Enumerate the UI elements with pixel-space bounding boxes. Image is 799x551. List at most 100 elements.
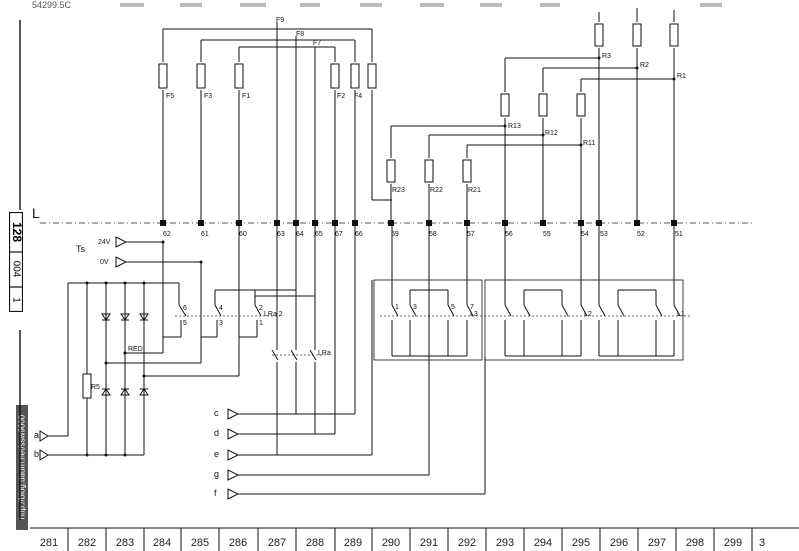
fuse-unlabeled: [367, 63, 377, 89]
footer-col: 290: [382, 537, 400, 549]
resistor-low-R22: [424, 159, 434, 183]
terminal-label-58: 58: [429, 231, 437, 238]
footer-col: 297: [648, 537, 666, 549]
bottom-inputs: c d e g f: [214, 223, 485, 500]
footer-col: 296: [610, 537, 628, 549]
resistor-low-R21: [462, 159, 472, 183]
diode-icon: [101, 313, 111, 321]
input-label-a: a: [34, 430, 39, 440]
input-e-terminal-icon: [227, 449, 240, 461]
fuse-label-F5: F5: [166, 93, 174, 100]
terminal-label-61: 61: [201, 231, 209, 238]
terminal-55: [540, 220, 546, 226]
resistor-top-R3: [594, 23, 604, 47]
resistor-label-R22: R22: [430, 187, 443, 194]
terminal-62: [160, 220, 166, 226]
footer-col: 292: [458, 537, 476, 549]
fuse-label-F8: F8: [296, 31, 304, 38]
fuse-bus: [162, 22, 392, 223]
switch-s-label-3: 3: [413, 304, 417, 311]
footer-col: 285: [191, 537, 209, 549]
footer-col: 293: [496, 537, 514, 549]
diode-icon: [101, 388, 111, 396]
input-c-terminal-icon: [227, 408, 240, 420]
resistor-label-R5: R5: [91, 384, 100, 391]
input-label-f: f: [214, 488, 217, 498]
diode-icon: [139, 388, 149, 396]
relay-switches-left: 6 5 4 3 2 1 LRa 2 LRa: [162, 223, 331, 455]
footer-col: 282: [78, 537, 96, 549]
sheet-tab: 128 004 1: [8, 211, 24, 313]
lra-label: LRa: [318, 350, 331, 357]
input-g-terminal-icon: [227, 469, 240, 481]
input-a-terminal-icon: [39, 430, 49, 442]
footer-column-strip: 281 282 283 284 285 286 287 288 289 290 …: [30, 527, 799, 551]
terminal-label-64: 64: [296, 231, 304, 238]
tab-label-1: 004: [10, 261, 21, 278]
resistor-label-R11: R11: [583, 140, 595, 147]
watermark-strip: http://blog.daum.net/ssw9000: [16, 405, 28, 530]
switch-l1-label: L1: [677, 311, 685, 318]
terminal-label-56: 56: [505, 231, 513, 238]
resistor-R5: [82, 373, 92, 399]
terminal-52: [634, 220, 640, 226]
terminal-label-55: 55: [543, 231, 551, 238]
terminal-59: [388, 220, 394, 226]
footer-col: 286: [229, 537, 247, 549]
terminal-label-59: 59: [391, 231, 399, 238]
v24-terminal-icon: [115, 236, 128, 248]
terminal-label-60: 60: [239, 231, 247, 238]
terminal-label-52: 52: [637, 231, 645, 238]
terminal-label-65: 65: [315, 231, 323, 238]
resistor-top-R1: [669, 23, 679, 47]
switch-s-label-7: 7: [470, 304, 474, 311]
resistor-label-R23: R23: [392, 187, 405, 194]
input-label-b: b: [34, 449, 39, 459]
input-label-c: c: [214, 408, 219, 418]
resistor-label-R12: R12: [545, 130, 558, 137]
document-code: 54299.5C: [32, 0, 72, 10]
terminal-label-54: 54: [581, 231, 589, 238]
input-f-terminal-icon: [227, 488, 240, 500]
footer-col: 283: [116, 537, 134, 549]
switch-l2-label: L2: [584, 311, 592, 318]
footer-col: 3: [759, 537, 765, 549]
supply-inputs: Ts 24V 0V: [76, 236, 203, 268]
ts-label: Ts: [76, 244, 86, 254]
resistor-label-R13: R13: [508, 123, 521, 130]
lra2-label: LRa 2: [264, 311, 283, 318]
resistor-mid-R13: [500, 93, 510, 117]
fuse-F4: [350, 63, 360, 89]
switch-s-label-1: 1: [395, 304, 399, 311]
fuse-group: F5 F3 F1 F9 F8 F7 F2 F4: [158, 17, 377, 100]
terminal-label-66: 66: [355, 231, 363, 238]
input-label-e: e: [214, 449, 219, 459]
terminal-label-67: 67: [335, 231, 343, 238]
footer-col: 281: [40, 537, 58, 549]
fuse-F3: [196, 63, 206, 89]
red-label: RED: [128, 346, 143, 353]
switch-contact-3: 3: [219, 320, 223, 327]
resistor-network: R3 R2 R1 R13 R12 R11 R23 R22 R21: [386, 8, 686, 223]
diode-icon: [139, 313, 149, 321]
terminal-label-51: 51: [675, 231, 683, 238]
terminal-label-57: 57: [467, 231, 475, 238]
resistor-label-R21: R21: [468, 187, 481, 194]
fuse-label-F3: F3: [204, 93, 212, 100]
terminal-label-62: 62: [163, 231, 171, 238]
fuse-label-F9: F9: [276, 17, 284, 24]
v0-terminal-icon: [115, 256, 128, 268]
footer-col: 295: [572, 537, 590, 549]
terminal-label-63: 63: [277, 231, 285, 238]
fuse-label-F2: F2: [337, 93, 345, 100]
resistor-top-R2: [632, 23, 642, 47]
tab-label-2: 1: [10, 297, 21, 303]
resistor-label-R2: R2: [640, 62, 649, 69]
terminal-label-53: 53: [600, 231, 608, 238]
input-label-d: d: [214, 428, 219, 438]
v0-label: 0V: [100, 259, 109, 266]
footer-col: 291: [420, 537, 438, 549]
input-b-terminal-icon: [39, 449, 49, 461]
top-edge: [120, 3, 722, 7]
